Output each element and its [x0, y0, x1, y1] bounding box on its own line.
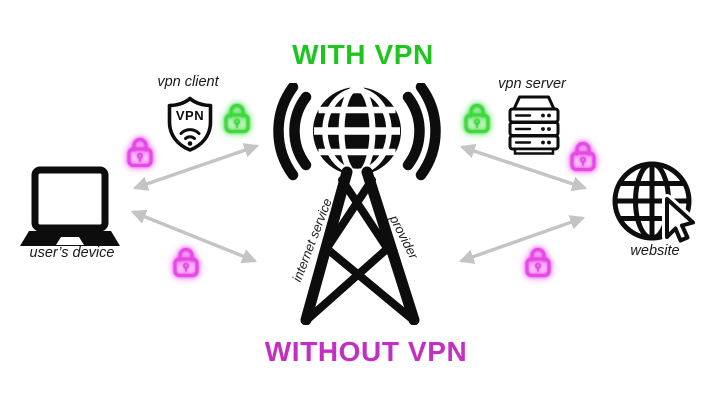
user-device-label: user’s device	[29, 245, 115, 261]
secure-lock-icon	[223, 101, 251, 135]
globe-cursor-icon	[612, 161, 698, 246]
globe-icon	[313, 85, 401, 177]
vpn-server-label: vpn server	[498, 76, 566, 92]
cursor-icon	[662, 194, 698, 246]
with-vpn-title: WITH VPN	[292, 39, 434, 70]
vpn-client-label: vpn client	[157, 74, 219, 90]
vpn-shield-icon: VPN	[167, 96, 213, 152]
insecure-lock-icon	[172, 245, 200, 279]
website-label: website	[630, 243, 680, 259]
broadcast-tower-globe-icon	[273, 83, 441, 325]
radio-waves-icon	[273, 83, 441, 181]
insecure-lock-icon	[524, 245, 552, 279]
insecure-lock-icon	[569, 139, 597, 173]
arrow-isp-website-lower	[458, 215, 586, 264]
laptop-icon	[20, 166, 120, 246]
tower-lattice	[300, 166, 420, 325]
without-vpn-title: WITHOUT VPN	[264, 336, 468, 367]
vpn-shield-text: VPN	[176, 108, 204, 123]
server-rack-icon	[508, 95, 560, 155]
wifi-icon	[179, 128, 201, 146]
secure-lock-icon	[463, 101, 491, 135]
insecure-lock-icon	[126, 135, 154, 169]
